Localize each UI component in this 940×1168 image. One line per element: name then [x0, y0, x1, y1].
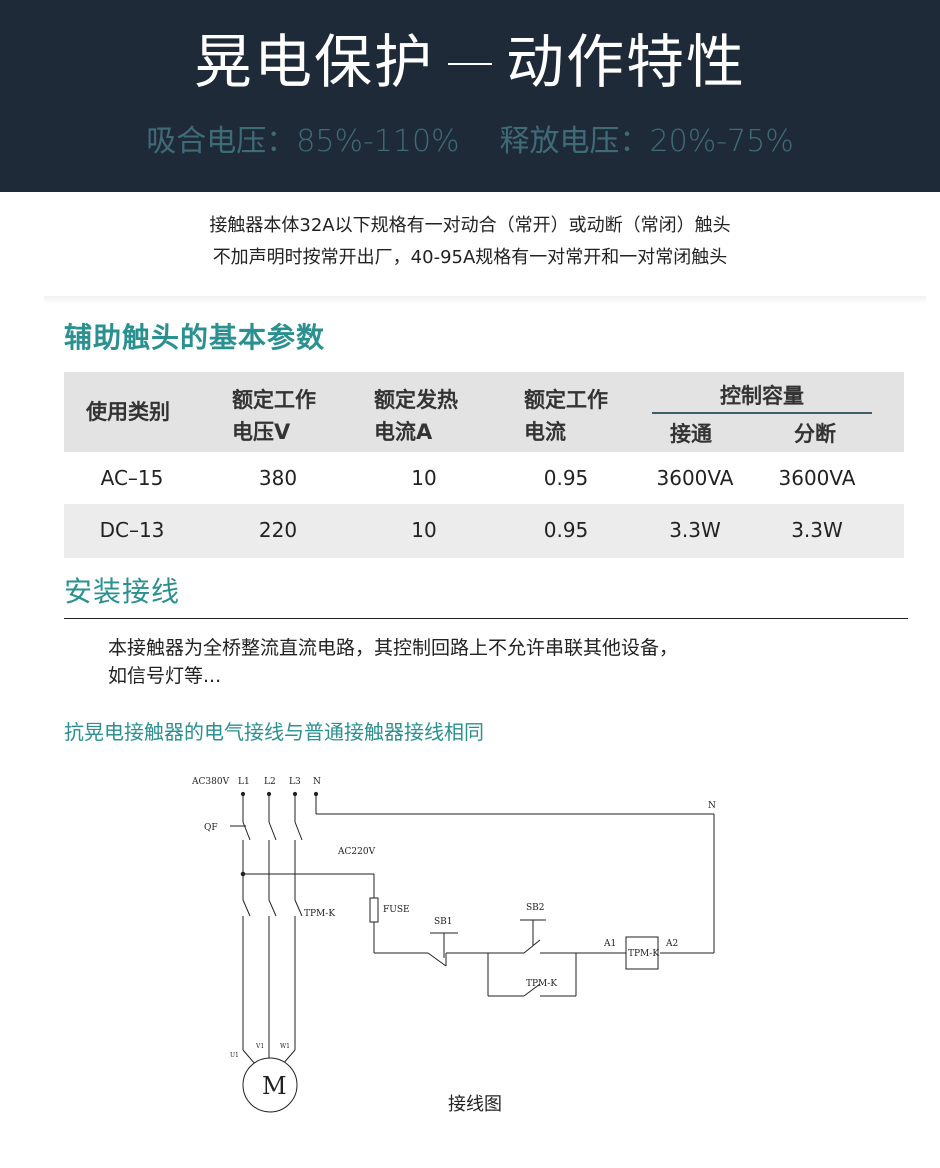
- cell-break: 3600VA: [778, 466, 856, 490]
- header-banner: 晃电保护 动作特性 吸合电压：85%-110% 释放电压：20%-75%: [0, 0, 940, 192]
- note-line-2: 不加声明时按常开出厂，40-95A规格有一对常开和一对常闭触头: [212, 247, 728, 268]
- label-n-top: N: [313, 777, 321, 787]
- wiring-diagram: AC380V L1 L2 L3 N N QF AC220V FUSE SB1 S…: [191, 777, 716, 1113]
- terminal-l3: [292, 791, 298, 797]
- note-line-1: 接触器本体32A以下规格有一对动合（常开）或动断（常闭）触头: [209, 215, 731, 236]
- label-ac380: AC380V: [191, 777, 230, 787]
- label-ac220: AC220V: [337, 847, 376, 857]
- cell-voltage: 220: [258, 518, 298, 542]
- wiring-subtitle: 抗晃电接触器的电气接线与普通接触器接线相同: [64, 720, 484, 744]
- label-qf: QF: [204, 823, 218, 833]
- terminal-n: [313, 791, 319, 797]
- aux-section-title: 辅助触头的基本参数: [64, 321, 326, 354]
- label-fuse: FUSE: [383, 905, 410, 915]
- table-row: DC–13 220 10 0.95 3.3W 3.3W: [64, 504, 904, 558]
- title-right: 动作特性: [506, 28, 747, 96]
- cell-heat-current: 10: [411, 466, 437, 490]
- header-heat-1: 额定发热: [374, 388, 458, 412]
- cell-break: 3.3W: [791, 518, 843, 542]
- label-a1: A1: [603, 939, 616, 949]
- aux-params-table: 使用类别 额定工作 电压V 额定发热 电流A 额定工作 电流 控制容量 接通 分…: [64, 372, 904, 558]
- install-rule: [64, 618, 908, 619]
- label-l3: L3: [289, 777, 301, 787]
- install-note: 本接触器为全桥整流直流电路，其控制回路上不允许串联其他设备， 如信号灯等...: [108, 634, 868, 690]
- install-section-title: 安装接线: [64, 575, 181, 608]
- cell-heat-current: 10: [411, 518, 437, 542]
- cell-current: 0.95: [543, 466, 589, 490]
- cell-category: AC–15: [100, 466, 164, 490]
- label-sb1: SB1: [434, 917, 453, 927]
- table-row: AC–15 380 10 0.95 3600VA 3600VA: [64, 452, 904, 504]
- install-note-line-1: 本接触器为全桥整流直流电路，其控制回路上不允许串联其他设备，: [108, 637, 679, 659]
- cell-current: 0.95: [543, 518, 589, 542]
- table-header: 使用类别 额定工作 电压V 额定发热 电流A 额定工作 电流 控制容量 接通 分…: [64, 372, 904, 452]
- label-tpm-main: TPM-K: [304, 909, 335, 919]
- header-break: 分断: [794, 422, 836, 446]
- header-heat-2: 电流A: [374, 420, 433, 444]
- cell-make: 3600VA: [656, 466, 734, 490]
- header-control-underline: [652, 412, 872, 414]
- install-note-line-2: 如信号灯等...: [108, 665, 222, 687]
- header-voltage-1: 额定工作: [232, 388, 316, 412]
- label-tpm-coil: TPM-K: [628, 949, 659, 959]
- title-left: 晃电保护: [193, 28, 434, 96]
- cell-make: 3.3W: [669, 518, 721, 542]
- terminal-l2: [266, 791, 272, 797]
- terminal-l1: [240, 791, 246, 797]
- label-l1: L1: [238, 777, 250, 787]
- label-tpm-aux: TPM-K: [526, 979, 557, 989]
- label-a2: A2: [665, 939, 678, 949]
- label-v1: V1: [255, 1043, 264, 1050]
- voltage-spec: 吸合电压：85%-110% 释放电压：20%-75%: [0, 122, 940, 162]
- contact-note: 接触器本体32A以下规格有一对动合（常开）或动断（常闭）触头 不加声明时按常开出…: [0, 210, 940, 274]
- title-dash: [448, 63, 492, 65]
- header-control: 控制容量: [720, 384, 804, 408]
- header-current-2: 电流: [524, 420, 566, 444]
- cell-voltage: 380: [258, 466, 298, 490]
- motor-symbol: [242, 1057, 298, 1113]
- label-l2: L2: [264, 777, 276, 787]
- release-voltage: 释放电压：20%-75%: [499, 124, 794, 159]
- header-current-1: 额定工作: [524, 388, 608, 412]
- label-u1: U1: [230, 1052, 239, 1059]
- label-sb2: SB2: [526, 903, 545, 913]
- divider: [44, 296, 926, 304]
- diagram-caption: 接线图: [448, 1094, 502, 1115]
- page-title: 晃电保护 动作特性: [0, 26, 940, 98]
- header-make: 接通: [670, 422, 712, 446]
- header-category: 使用类别: [86, 400, 170, 424]
- label-motor: M: [262, 1072, 287, 1100]
- label-n-right: N: [708, 801, 716, 811]
- label-w1: W1: [280, 1043, 290, 1050]
- header-voltage-2: 电压V: [232, 420, 291, 444]
- pickup-voltage: 吸合电压：85%-110%: [146, 124, 460, 159]
- cell-category: DC–13: [99, 518, 165, 542]
